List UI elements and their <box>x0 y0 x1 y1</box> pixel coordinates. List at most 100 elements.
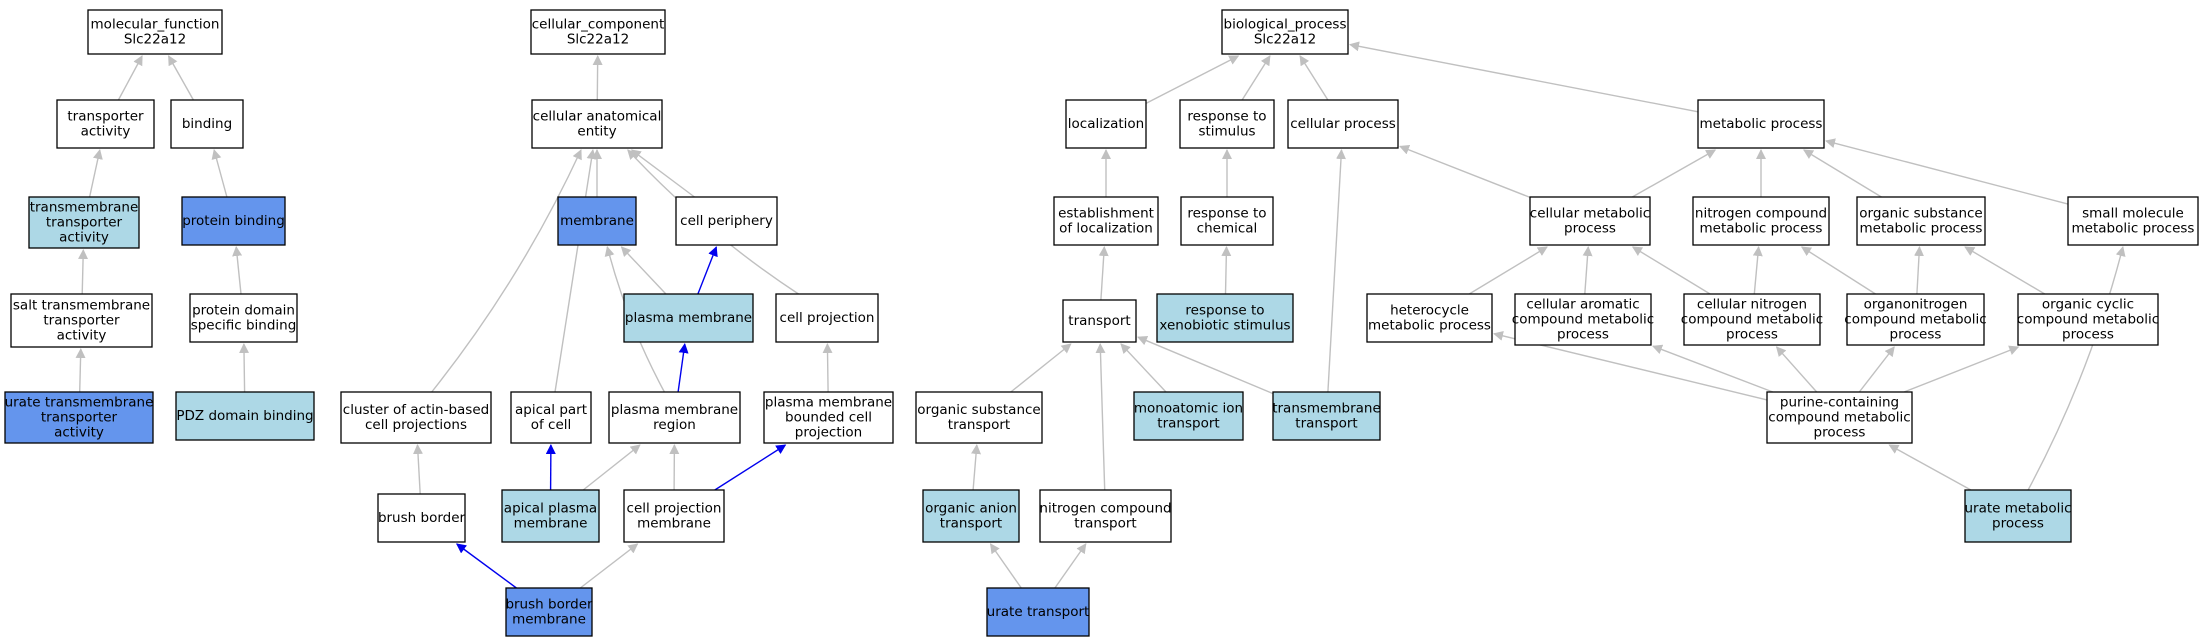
node-label-line: transport <box>1295 416 1357 432</box>
edge-pccmp-to-occmp <box>1903 345 2020 393</box>
edge-caab-to-cae <box>431 149 582 393</box>
node-mem[interactable]: membrane <box>557 196 637 246</box>
node-label-line: compound metabolic <box>2017 312 2159 328</box>
edge-rts-to-bp <box>1241 55 1271 101</box>
edge-bind-to-mf <box>167 55 195 101</box>
node-ut[interactable]: urate transport <box>986 587 1090 637</box>
node-label-line: transporter <box>41 410 118 426</box>
edge-pm-to-cper <box>697 246 718 295</box>
node-label-line: projection <box>795 425 862 441</box>
node-cproj[interactable]: cell projection <box>775 293 879 343</box>
node-box <box>175 391 315 441</box>
edge-line <box>1775 346 1818 393</box>
node-box <box>1062 299 1137 343</box>
node-loc[interactable]: localization <box>1065 99 1147 149</box>
node-label-line: organic anion <box>925 501 1017 517</box>
edge-ta-to-mf <box>117 55 143 101</box>
node-label-line: organic substance <box>917 402 1040 418</box>
node-pm[interactable]: plasma membrane <box>623 293 754 343</box>
edge-bb-to-caab <box>412 444 423 495</box>
node-label-line: activity <box>57 328 107 344</box>
node-cp[interactable]: cellular process <box>1287 99 1399 149</box>
node-label-line: cell projection <box>627 501 722 517</box>
edge-cacmp-to-cmp <box>1582 246 1593 295</box>
node-bind[interactable]: binding <box>170 99 244 149</box>
edge-ut-to-nct <box>1054 543 1087 589</box>
node-bb[interactable]: brush border <box>377 493 466 543</box>
edge-smmp-to-mp <box>1825 138 2069 205</box>
node-box <box>557 196 637 246</box>
node-box <box>510 391 592 444</box>
node-label-line: protein binding <box>182 213 285 229</box>
edge-ump-to-pccmp <box>1888 444 1972 491</box>
node-label-line: heterocycle <box>1390 303 1469 319</box>
edge-line <box>579 543 639 589</box>
edge-line <box>1914 246 1924 295</box>
edge-line <box>232 246 243 295</box>
node-box <box>1529 196 1651 246</box>
edge-stta-to-tmta <box>78 249 89 295</box>
node-label-line: urate transport <box>987 604 1090 620</box>
node-box <box>1846 293 1985 346</box>
edge-line <box>971 444 982 491</box>
node-label-line: transport <box>940 516 1002 532</box>
node-box <box>623 489 725 543</box>
edge-cp-to-bp <box>1299 55 1329 101</box>
node-pdz[interactable]: PDZ domain binding <box>175 391 315 441</box>
node-box <box>1856 196 1986 246</box>
node-box <box>1156 293 1294 343</box>
edge-line <box>989 543 1022 589</box>
node-mp[interactable]: metabolic process <box>1697 99 1825 149</box>
edge-line <box>1327 149 1346 393</box>
edge-line <box>1800 246 1876 295</box>
node-tr[interactable]: transport <box>1062 299 1137 343</box>
edge-ut-to-oat <box>989 543 1022 589</box>
node-label-line: purine-containing <box>1780 395 1899 411</box>
node-cper[interactable]: cell periphery <box>675 196 778 246</box>
edge-line <box>1054 543 1087 589</box>
edge-pccmp-to-cacmp <box>1652 344 1774 393</box>
edge-utta-to-stta <box>75 348 86 393</box>
node-pb[interactable]: protein binding <box>181 196 286 246</box>
edge-line <box>1903 345 2020 393</box>
node-label-line: brush border <box>505 597 593 613</box>
edge-cpm-to-pmbcp <box>714 444 787 491</box>
